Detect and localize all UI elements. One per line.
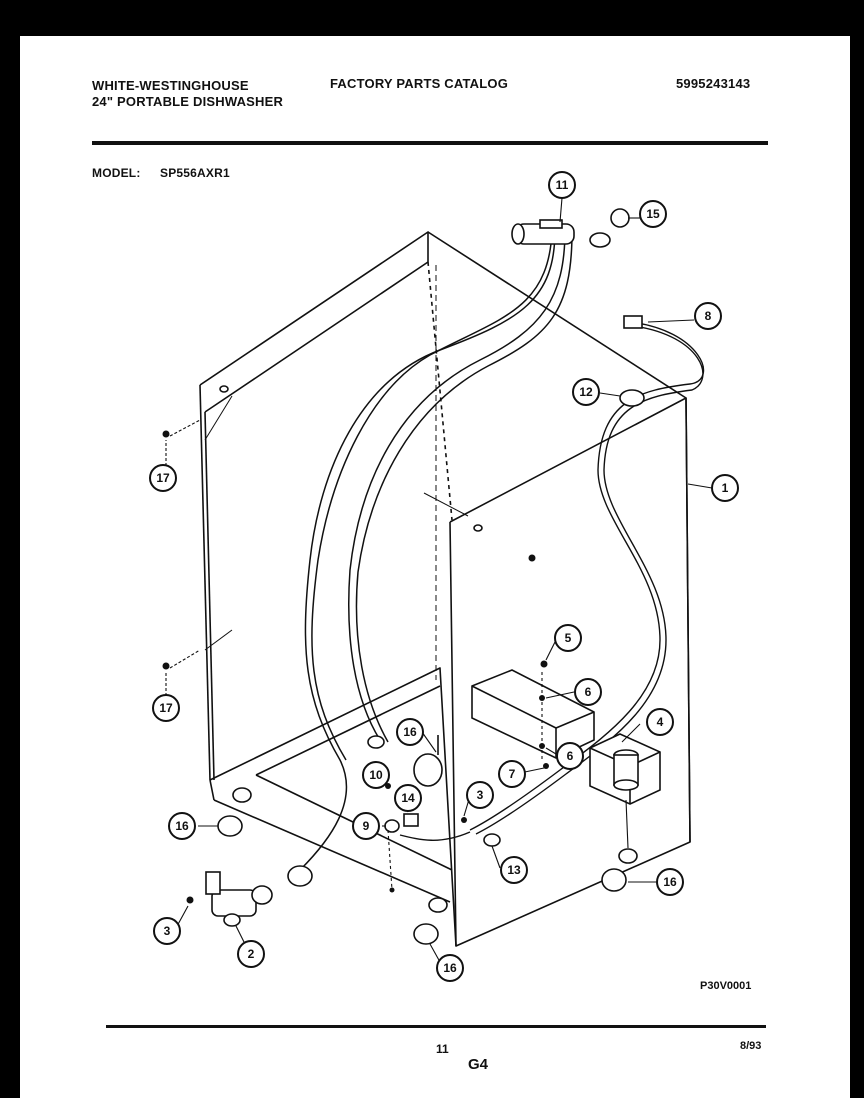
callout-14: 14 bbox=[394, 784, 422, 812]
callout-1: 1 bbox=[711, 474, 739, 502]
callout-6-lower: 6 bbox=[556, 742, 584, 770]
callout-11: 11 bbox=[548, 171, 576, 199]
product-name: 24" PORTABLE DISHWASHER bbox=[92, 94, 284, 109]
callout-3-right: 3 bbox=[466, 781, 494, 809]
svg-text:8: 8 bbox=[705, 309, 712, 323]
svg-text:16: 16 bbox=[663, 875, 677, 889]
header-rule bbox=[92, 141, 768, 145]
callout-16-bottom: 16 bbox=[436, 954, 464, 982]
callout-15: 15 bbox=[639, 200, 667, 228]
svg-text:12: 12 bbox=[579, 385, 593, 399]
callout-8: 8 bbox=[694, 302, 722, 330]
model-label: MODEL: bbox=[92, 166, 141, 180]
svg-text:3: 3 bbox=[164, 924, 171, 938]
section-code: G4 bbox=[468, 1056, 489, 1073]
svg-text:6: 6 bbox=[567, 749, 574, 763]
svg-text:13: 13 bbox=[507, 863, 521, 877]
callout-13: 13 bbox=[500, 856, 528, 884]
svg-text:7: 7 bbox=[509, 767, 516, 781]
brand-name: WHITE-WESTINGHOUSE bbox=[92, 78, 249, 93]
svg-text:11: 11 bbox=[556, 178, 569, 192]
svg-text:9: 9 bbox=[363, 819, 370, 833]
callout-10: 10 bbox=[362, 761, 390, 789]
callout-3-left: 3 bbox=[153, 917, 181, 945]
model-number: SP556AXR1 bbox=[160, 166, 230, 180]
components bbox=[205, 208, 661, 945]
svg-text:14: 14 bbox=[401, 791, 415, 805]
power-cord bbox=[399, 321, 705, 841]
svg-text:3: 3 bbox=[477, 788, 484, 802]
svg-text:16: 16 bbox=[175, 819, 189, 833]
callout-17-lower: 17 bbox=[152, 694, 180, 722]
callout-7: 7 bbox=[498, 760, 526, 788]
svg-text:5: 5 bbox=[565, 631, 572, 645]
catalog-title: FACTORY PARTS CATALOG bbox=[330, 76, 509, 91]
revision-date: 8/93 bbox=[740, 1040, 762, 1052]
screws bbox=[162, 430, 549, 904]
callout-17-upper: 17 bbox=[149, 464, 177, 492]
callout-6-upper: 6 bbox=[574, 678, 602, 706]
svg-text:15: 15 bbox=[646, 207, 660, 221]
svg-text:6: 6 bbox=[585, 685, 592, 699]
callout-4: 4 bbox=[646, 708, 674, 736]
callout-12: 12 bbox=[572, 378, 600, 406]
callout-2: 2 bbox=[237, 940, 265, 968]
callout-16-right: 16 bbox=[656, 868, 684, 896]
svg-text:1: 1 bbox=[722, 481, 729, 495]
svg-text:16: 16 bbox=[443, 961, 457, 975]
svg-text:16: 16 bbox=[403, 725, 417, 739]
svg-text:2: 2 bbox=[248, 947, 255, 961]
callout-9: 9 bbox=[352, 812, 380, 840]
svg-text:10: 10 bbox=[369, 768, 383, 782]
fill-and-drain-hoses bbox=[299, 229, 573, 871]
callout-16-left: 16 bbox=[168, 812, 196, 840]
svg-text:4: 4 bbox=[657, 715, 664, 729]
leader-lines bbox=[165, 197, 713, 963]
page-number: 11 bbox=[436, 1042, 449, 1056]
footer-rule bbox=[106, 1025, 766, 1028]
callout-5: 5 bbox=[554, 624, 582, 652]
svg-text:17: 17 bbox=[156, 471, 170, 485]
drawing-code: P30V0001 bbox=[700, 980, 752, 992]
svg-text:17: 17 bbox=[159, 701, 173, 715]
catalog-number: 5995243143 bbox=[676, 76, 751, 91]
callout-16-center: 16 bbox=[396, 718, 424, 746]
